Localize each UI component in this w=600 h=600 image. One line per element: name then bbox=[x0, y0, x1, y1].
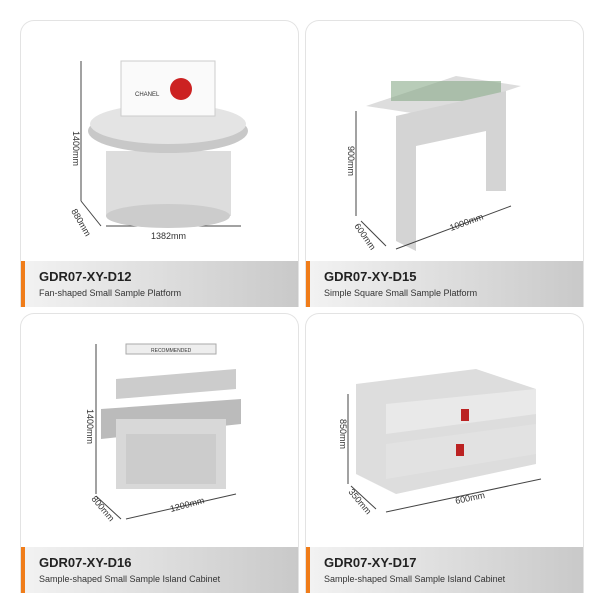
product-description: Fan-shaped Small Sample Platform bbox=[39, 288, 182, 298]
product-image: 850mm 350mm 600mm bbox=[338, 369, 542, 516]
height-label: 1400mm bbox=[85, 409, 95, 444]
product-description: Sample-shaped Small Sample Island Cabine… bbox=[39, 574, 221, 584]
screen-text: CHANEL bbox=[135, 92, 160, 98]
width-label: 1200mm bbox=[169, 495, 205, 514]
product-description: Simple Square Small Sample Platform bbox=[324, 288, 478, 298]
product-image: 1400mm 880mm 1382mm CHANEL bbox=[69, 60, 248, 241]
product-code: GDR07-XY-D15 bbox=[324, 269, 417, 284]
header-text: RECOMMENDED bbox=[151, 348, 192, 354]
product-card-d16[interactable]: RECOMMENDED 1400mm 800mm 1200mm GDR07-XY… bbox=[20, 313, 299, 593]
depth-label: 800mm bbox=[89, 494, 116, 523]
width-label: 600mm bbox=[454, 490, 485, 506]
product-image: RECOMMENDED 1400mm 800mm 1200mm bbox=[85, 343, 241, 523]
height-label: 1400mm bbox=[71, 131, 81, 166]
product-code: GDR07-XY-D17 bbox=[324, 555, 417, 570]
depth-label: 350mm bbox=[346, 487, 373, 516]
width-label: 1382mm bbox=[151, 231, 186, 241]
depth-label: 600mm bbox=[352, 221, 377, 251]
product-code: GDR07-XY-D16 bbox=[39, 555, 132, 570]
height-label: 850mm bbox=[338, 419, 348, 449]
product-description: Sample-shaped Small Sample Island Cabine… bbox=[324, 574, 506, 584]
product-image: 900mm 600mm 1000mm bbox=[346, 76, 521, 252]
product-code: GDR07-XY-D12 bbox=[39, 269, 132, 284]
height-label: 900mm bbox=[346, 146, 356, 176]
width-label: 1000mm bbox=[448, 212, 484, 233]
